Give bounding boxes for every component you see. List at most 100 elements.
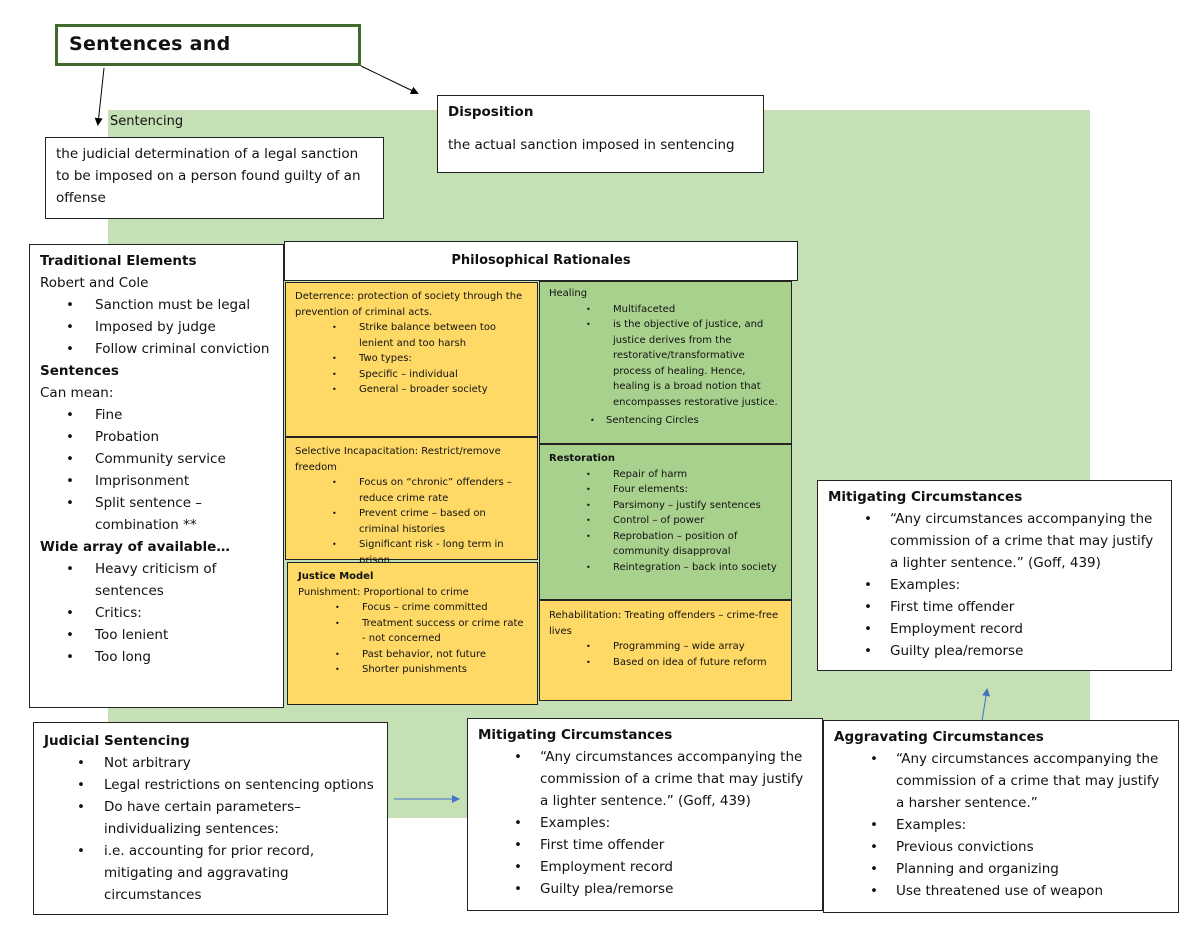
list-item: Control – of power: [549, 513, 782, 529]
list-item: Previous convictions: [834, 836, 1168, 858]
deterrence-box: Deterrence: protection of society throug…: [285, 282, 538, 437]
list-item: Sanction must be legal: [40, 294, 273, 316]
healing-box: Healing Multifaceted is the objective of…: [539, 281, 792, 444]
list-item: Sentencing Circles: [549, 413, 782, 429]
list-item: “Any circumstances accompanying the comm…: [478, 746, 812, 812]
list-item: Follow criminal conviction: [40, 338, 273, 360]
list-item: Prevent crime – based on criminal histor…: [295, 506, 528, 537]
traditional-list: Sanction must be legal Imposed by judge …: [40, 294, 273, 360]
list-item: Focus – crime committed: [298, 600, 527, 616]
restoration-heading: Restoration: [549, 453, 615, 464]
list-item: General – broader society: [295, 382, 528, 398]
deterrence-list: Strike balance between too lenient and t…: [295, 320, 528, 398]
list-item: Treatment success or crime rate - not co…: [298, 616, 527, 647]
deterrence-heading: Deterrence: protection of society throug…: [295, 291, 523, 318]
list-item: Two types:: [295, 351, 528, 367]
list-item: Reintegration – back into society: [549, 560, 782, 576]
mitigating-bottom-list: “Any circumstances accompanying the comm…: [478, 746, 812, 900]
restoration-list: Repair of harm Four elements: Parsimony …: [549, 467, 782, 576]
list-item: Legal restrictions on sentencing options: [44, 774, 377, 796]
list-item: Too long: [40, 646, 273, 668]
list-item: First time offender: [828, 596, 1161, 618]
list-item: “Any circumstances accompanying the comm…: [828, 508, 1161, 574]
disposition-text: the actual sanction imposed in sentencin…: [448, 137, 735, 153]
philosophical-heading: Philosophical Rationales: [284, 241, 798, 281]
sentences-list: Fine Probation Community service Impriso…: [40, 404, 273, 536]
traditional-author: Robert and Cole: [40, 275, 149, 291]
justice-list: Focus – crime committed Treatment succes…: [298, 600, 527, 678]
mitigating-right-heading: Mitigating Circumstances: [828, 489, 1023, 505]
list-item: Examples:: [828, 574, 1161, 596]
list-item: Probation: [40, 426, 273, 448]
can-mean-label: Can mean:: [40, 385, 114, 401]
list-item: First time offender: [478, 834, 812, 856]
wide-array-heading: Wide array of available…: [40, 539, 230, 555]
list-item: Not arbitrary: [44, 752, 377, 774]
arrow-to-disposition: [360, 65, 419, 94]
page-title: Sentences and: [55, 24, 361, 66]
list-item: Four elements:: [549, 482, 782, 498]
sentencing-label: Sentencing: [110, 114, 184, 129]
rehabilitation-list: Programming – wide array Based on idea o…: [549, 639, 782, 670]
disposition-box: Disposition the actual sanction imposed …: [437, 95, 764, 173]
list-item: Imposed by judge: [40, 316, 273, 338]
justice-subheading: Punishment: Proportional to crime: [298, 586, 469, 598]
rehabilitation-box: Rehabilitation: Treating offenders – cri…: [539, 600, 792, 701]
selective-heading: Selective Incapacitation: Restrict/remov…: [295, 446, 501, 473]
mitigating-circumstances-bottom-box: Mitigating Circumstances “Any circumstan…: [467, 718, 823, 911]
list-item: Guilty plea/remorse: [478, 878, 812, 900]
list-item: Use threatened use of weapon: [834, 880, 1168, 902]
list-item: Examples:: [478, 812, 812, 834]
list-item: “Any circumstances accompanying the comm…: [834, 748, 1168, 814]
aggravating-circumstances-box: Aggravating Circumstances “Any circumsta…: [823, 720, 1179, 913]
selective-list: Focus on “chronic” offenders – reduce cr…: [295, 475, 528, 568]
list-item: Examples:: [834, 814, 1168, 836]
judicial-heading: Judicial Sentencing: [44, 733, 190, 749]
list-item: Split sentence – combination **: [40, 492, 273, 536]
healing-list: Multifaceted is the objective of justice…: [549, 302, 782, 429]
list-item: Parsimony – justify sentences: [549, 498, 782, 514]
judicial-list: Not arbitrary Legal restrictions on sent…: [44, 752, 377, 906]
wide-array-list: Heavy criticism of sentences Critics: To…: [40, 558, 273, 668]
list-item: Too lenient: [40, 624, 273, 646]
aggravating-heading: Aggravating Circumstances: [834, 729, 1044, 745]
list-item: Planning and organizing: [834, 858, 1168, 880]
list-item: Programming – wide array: [549, 639, 782, 655]
disposition-heading: Disposition: [448, 104, 534, 120]
sentencing-definition-box: the judicial determination of a legal sa…: [45, 137, 384, 219]
arrow-to-sentencing: [94, 67, 105, 126]
list-item: Multifaceted: [549, 302, 782, 318]
sentences-heading: Sentences: [40, 363, 119, 379]
list-item: Strike balance between too lenient and t…: [295, 320, 528, 351]
restoration-box: Restoration Repair of harm Four elements…: [539, 444, 792, 600]
aggravating-list: “Any circumstances accompanying the comm…: [834, 748, 1168, 902]
list-item: Heavy criticism of sentences: [40, 558, 273, 602]
list-item: Employment record: [478, 856, 812, 878]
mitigating-bottom-heading: Mitigating Circumstances: [478, 727, 673, 743]
list-item: Employment record: [828, 618, 1161, 640]
justice-heading: Justice Model: [298, 571, 374, 582]
list-item: i.e. accounting for prior record, mitiga…: [44, 840, 377, 906]
list-item: Community service: [40, 448, 273, 470]
list-item: Fine: [40, 404, 273, 426]
sentencing-definition: the judicial determination of a legal sa…: [56, 146, 361, 206]
judicial-sentencing-box: Judicial Sentencing Not arbitrary Legal …: [33, 722, 388, 915]
list-item: Based on idea of future reform: [549, 655, 782, 671]
list-item: Shorter punishments: [298, 662, 527, 678]
selective-incapacitation-box: Selective Incapacitation: Restrict/remov…: [285, 437, 538, 566]
justice-model-box: Justice Model Punishment: Proportional t…: [287, 562, 538, 705]
list-item: Do have certain parameters– individualiz…: [44, 796, 377, 840]
traditional-elements-box: Traditional Elements Robert and Cole San…: [29, 244, 284, 708]
list-item: Focus on “chronic” offenders – reduce cr…: [295, 475, 528, 506]
rehabilitation-heading: Rehabilitation: Treating offenders – cri…: [549, 610, 779, 637]
list-item: Repair of harm: [549, 467, 782, 483]
list-item: Guilty plea/remorse: [828, 640, 1161, 662]
list-item: Specific – individual: [295, 367, 528, 383]
healing-heading: Healing: [549, 288, 588, 299]
list-item: Critics:: [40, 602, 273, 624]
mitigating-right-list: “Any circumstances accompanying the comm…: [828, 508, 1161, 662]
mitigating-circumstances-right-box: Mitigating Circumstances “Any circumstan…: [817, 480, 1172, 671]
list-item: is the objective of justice, and justice…: [549, 317, 782, 410]
list-item: Significant risk - long term in prison: [295, 537, 528, 568]
list-item: Past behavior, not future: [298, 647, 527, 663]
